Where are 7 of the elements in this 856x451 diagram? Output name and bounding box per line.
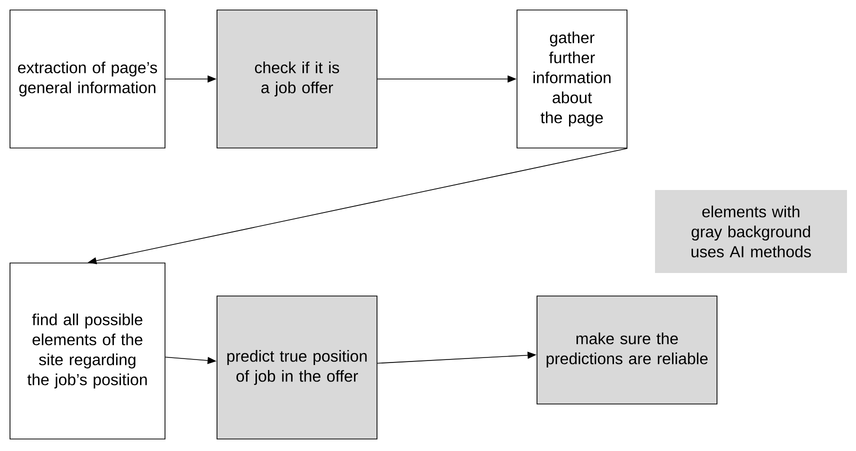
note-box: elements with gray background uses AI methods xyxy=(655,190,847,273)
process-box: make sure the predictions are reliable xyxy=(536,296,718,404)
process-box: extraction of page’s general information xyxy=(10,10,166,148)
process-box: find all possible elements of the site regarding the job’s position xyxy=(10,262,166,440)
process-box: check if it is a job offer xyxy=(216,10,378,148)
process-box: predict true position of job in the offer xyxy=(216,296,378,440)
process-box: gather further information about the page xyxy=(516,10,628,148)
